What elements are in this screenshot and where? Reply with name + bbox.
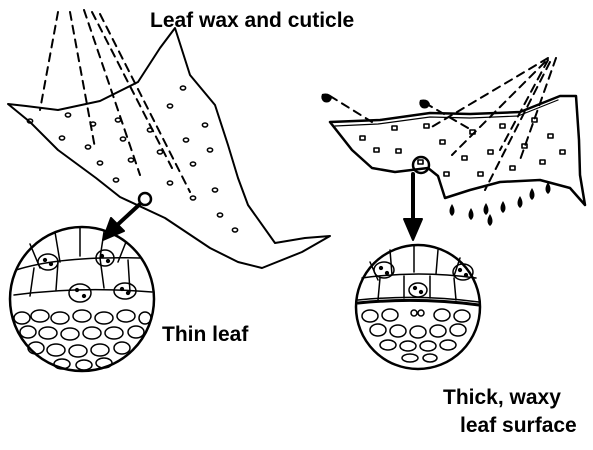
thick-leaf-label-line2: leaf surface [460, 413, 577, 439]
thick-leaf-group [321, 58, 585, 369]
thin-cross-section [10, 227, 154, 371]
thick-leaf-pores [360, 118, 565, 176]
thick-leaf-label-line1: Thick, waxy [443, 385, 561, 411]
thin-leaf-label: Thin leaf [162, 322, 248, 348]
thick-cross-section [356, 245, 480, 369]
raindrops-bottom [450, 182, 551, 226]
light-rays-right [330, 58, 556, 190]
raindrops-top [321, 94, 430, 109]
thick-arrow-head [404, 219, 422, 240]
diagram-title: Leaf wax and cuticle [150, 8, 354, 34]
thin-leaf-group [8, 10, 330, 371]
